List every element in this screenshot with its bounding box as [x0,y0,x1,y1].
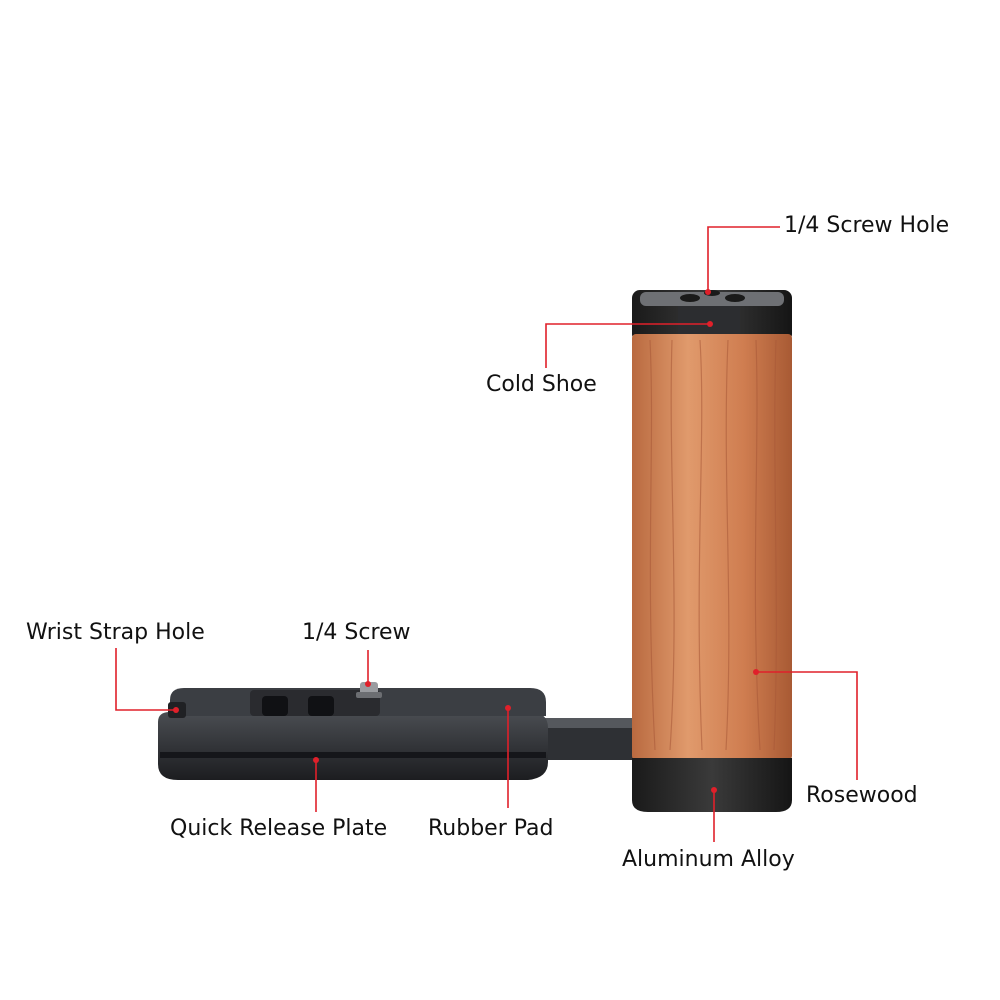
bottom-cap [632,758,792,812]
label-quick-release-plate: Quick Release Plate [170,816,388,841]
rosewood-handle [632,290,792,812]
callout-lines [115,226,858,842]
quick-release-plate [158,682,548,780]
cold-shoe [678,306,740,334]
label-screw: 1/4 Screw [302,620,411,645]
label-rubber-pad: Rubber Pad [428,816,554,841]
label-wrist-strap-hole: Wrist Strap Hole [26,620,205,645]
label-cold-shoe: Cold Shoe [486,372,597,397]
label-aluminum-alloy: Aluminum Alloy [622,847,795,872]
bracket-arm [540,718,640,760]
label-rosewood: Rosewood [806,783,918,808]
label-screw-hole: 1/4 Screw Hole [784,213,950,238]
callout-dots [173,289,759,793]
